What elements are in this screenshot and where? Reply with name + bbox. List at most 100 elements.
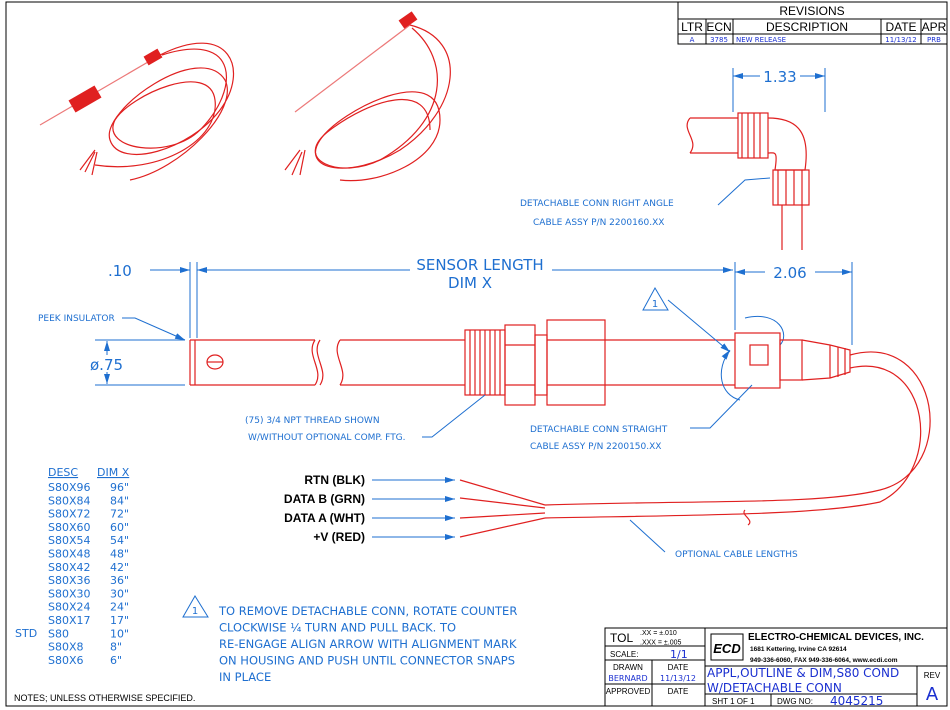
table-cell-desc: S80X30 — [48, 587, 91, 600]
wire-label-v: +V (RED) — [313, 530, 365, 544]
drawn-date: 11/13/12 — [660, 674, 696, 683]
rev-label: REV — [924, 671, 941, 680]
table-cell-dim: 36" — [110, 574, 129, 587]
callout-thread-1: (75) 3/4 NPT THREAD SHOWN — [245, 416, 380, 426]
table-cell-desc: S80X6 — [48, 654, 84, 667]
note-line: IN PLACE — [219, 670, 271, 684]
rev-header-apr: APR — [922, 20, 947, 34]
dim-diameter: ø.75 — [90, 356, 123, 374]
rev-ltr: A — [690, 36, 695, 44]
rev-date: 11/13/12 — [885, 36, 916, 44]
dim-right-angle: 1.33 — [763, 68, 796, 86]
note-marker-label: 1 — [652, 299, 658, 310]
table-cell-dim: 72" — [110, 508, 129, 521]
cable: OPTIONAL CABLE LENGTHS — [459, 351, 931, 560]
title-block: TOL .XX = ±.010 .XXX = ±.005 SCALE: 1/1 … — [604, 627, 948, 708]
callout-straight-1: DETACHABLE CONN STRAIGHT — [530, 425, 668, 435]
note-marker-triangle — [642, 286, 669, 311]
scale-value: 1/1 — [670, 648, 688, 661]
revisions-block: REVISIONS LTR ECN DESCRIPTION DATE APR A… — [677, 1, 948, 45]
rev-header-ltr: LTR — [681, 20, 703, 34]
rev-value: A — [926, 684, 939, 705]
sheet-number: SHT 1 OF 1 — [712, 697, 755, 706]
company-name: ELECTRO-CHEMICAL DEVICES, INC. — [748, 632, 924, 643]
dimensions: .10 SENSOR LENGTH DIM X 2.06 ø.75 PEEK I… — [38, 256, 853, 452]
callout-right-angle-2: CABLE ASSY P/N 2200160.XX — [533, 218, 664, 228]
table-cell-desc: S80X96 — [48, 481, 91, 494]
table-cell-dim: 42" — [110, 561, 129, 574]
table-cell-desc: S80X72 — [48, 508, 91, 521]
sensor-sketch-iso-1 — [39, 42, 235, 181]
company-contact: 949-336-6060, FAX 949-336-6064, www.ecdi… — [750, 657, 898, 664]
note-line: TO REMOVE DETACHABLE CONN, ROTATE COUNTE… — [218, 604, 517, 618]
rev-header-ecn: ECN — [706, 20, 731, 34]
table-cell-desc: S80X60 — [48, 521, 91, 534]
callout-thread-2: W/WITHOUT OPTIONAL COMP. FTG. — [248, 433, 406, 443]
table-cell-dim: 60" — [110, 521, 129, 534]
sensor-sketch-iso-2 — [284, 11, 451, 182]
tol-xxx: .XXX = ±.005 — [640, 640, 682, 647]
note-line: RE-ENGAGE ALIGN ARROW WITH ALIGNMENT MAR… — [219, 637, 517, 651]
date-label: DATE — [668, 663, 689, 672]
table-cell-dim: 30" — [110, 587, 129, 600]
sheet-border — [5, 1, 948, 707]
company-logo — [710, 633, 744, 661]
dim-tip: .10 — [108, 262, 132, 280]
table-cell-dim: 96" — [110, 481, 129, 494]
drawing-title-2: W/DETACHABLE CONN — [707, 681, 842, 695]
table-cell-desc: S80X17 — [48, 614, 91, 627]
table-cell-desc: S80X54 — [48, 534, 91, 547]
scale-label: SCALE: — [610, 650, 638, 659]
table-cell-desc: S80X24 — [48, 601, 91, 614]
rev-header-description: DESCRIPTION — [766, 20, 848, 34]
approved-label: APPROVED — [606, 687, 651, 696]
table-std-label: STD — [15, 627, 37, 640]
sensor-main-view — [189, 315, 851, 406]
rev-description: NEW RELEASE — [736, 36, 786, 44]
table-cell-desc: S80X84 — [48, 494, 91, 507]
table-header-dim: DIM X — [97, 466, 130, 479]
note-line: CLOCKWISE ¼ TURN AND PULL BACK. TO — [219, 621, 456, 635]
table-cell-desc: S80 — [48, 627, 69, 640]
rev-ecn: 3785 — [710, 36, 728, 44]
table-cell-dim: 84" — [110, 494, 129, 507]
tol-xx: .XX = ±.010 — [640, 630, 677, 637]
tol-label: TOL — [610, 631, 633, 645]
table-cell-dim: 10" — [110, 627, 129, 640]
wire-label-data-b: DATA B (GRN) — [284, 492, 365, 506]
table-cell-desc: S80X48 — [48, 548, 91, 561]
table-cell-desc: S80X8 — [48, 641, 84, 654]
company-address: 1681 Kettering, Irvine CA 92614 — [750, 646, 847, 653]
table-cell-dim: 6" — [110, 654, 122, 667]
note-marker: 1 — [192, 606, 198, 617]
table-header-desc: DESC — [48, 466, 78, 479]
table-cell-dim: 54" — [110, 534, 129, 547]
table-cell-dim: 24" — [110, 601, 129, 614]
wire-label-data-a: DATA A (WHT) — [284, 511, 365, 525]
drawn-label: DRAWN — [613, 663, 643, 672]
callout-straight-2: CABLE ASSY P/N 2200150.XX — [530, 442, 661, 452]
note-line: ON HOUSING AND PUSH UNTIL CONNECTOR SNAP… — [219, 654, 515, 668]
drawn-by: BERNARD — [608, 674, 647, 683]
callout-right-angle-1: DETACHABLE CONN RIGHT ANGLE — [520, 199, 674, 209]
wire-labels: RTN (BLK) DATA B (GRN) DATA A (WHT) +V (… — [284, 473, 455, 544]
note-block: 1 TO REMOVE DETACHABLE CONN, ROTATE COUN… — [182, 595, 517, 684]
table-cell-dim: 48" — [110, 548, 129, 561]
table-cell-dim: 17" — [110, 614, 129, 627]
company-logo-text: ECD — [713, 641, 741, 656]
drawing-title-1: APPL,OUTLINE & DIM,S80 COND — [707, 666, 899, 680]
dwg-number: 4045215 — [830, 694, 883, 708]
table-cell-desc: S80X36 — [48, 574, 91, 587]
table-cell-dim: 8" — [110, 641, 122, 654]
dwg-label: DWG NO: — [777, 697, 813, 706]
dim-x: DIM X — [448, 274, 492, 292]
right-angle-connector-detail: 1.33 DETACHABLE CONN RIGHT ANGLE CABLE A… — [520, 68, 826, 250]
revisions-title: REVISIONS — [779, 4, 844, 18]
dim-connector: 2.06 — [773, 264, 806, 282]
notes-footer: NOTES; UNLESS OTHERWISE SPECIFIED. — [14, 693, 195, 703]
callout-cable-lengths: OPTIONAL CABLE LENGTHS — [675, 550, 798, 560]
dim-sensor-length: SENSOR LENGTH — [416, 256, 543, 274]
wire-label-rtn: RTN (BLK) — [304, 473, 365, 487]
table-cell-desc: S80X42 — [48, 561, 91, 574]
